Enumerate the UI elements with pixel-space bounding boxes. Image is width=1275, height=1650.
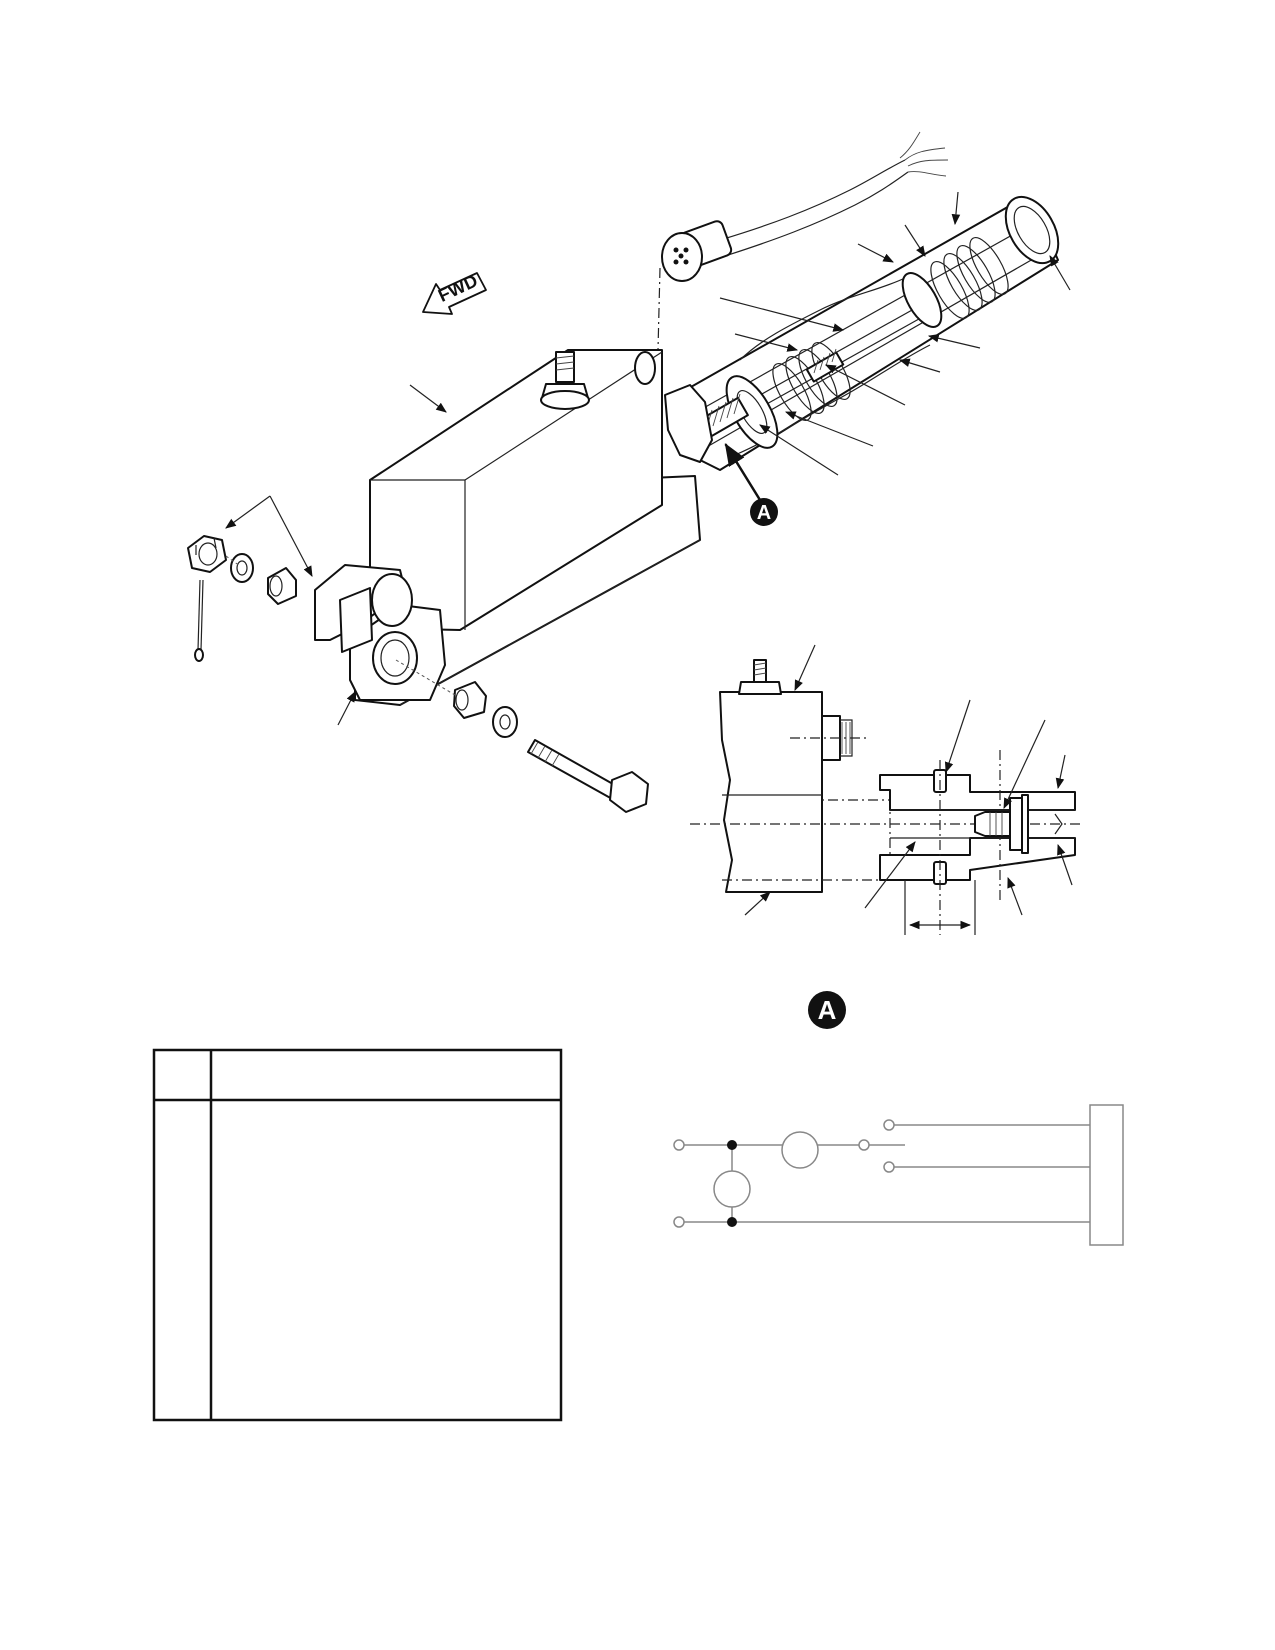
schematic-component-horizontal xyxy=(781,1131,819,1169)
washer-left xyxy=(230,553,254,583)
clevis-end xyxy=(314,564,446,701)
actuator-housing xyxy=(314,349,701,706)
spring-rear xyxy=(930,237,1009,319)
iso-leader-lines xyxy=(225,191,1071,726)
top-stud xyxy=(540,351,590,410)
schematic-terminals xyxy=(673,1119,895,1228)
view-a-callout-badge: A xyxy=(750,498,778,526)
wiring-schematic xyxy=(673,1104,1124,1246)
schematic-component-vertical xyxy=(713,1170,751,1208)
actuator-tube xyxy=(664,195,1060,471)
bolt xyxy=(527,739,649,813)
fwd-direction-arrow: FWD xyxy=(422,270,487,315)
schematic-junction-top xyxy=(727,1140,737,1150)
bushing-right xyxy=(453,681,487,719)
parts-table xyxy=(152,1048,563,1422)
electrical-connector xyxy=(639,131,949,369)
section-view xyxy=(690,644,1080,935)
cotter-pin xyxy=(194,579,204,662)
svg-text:A: A xyxy=(818,995,837,1025)
schematic-junction-bottom xyxy=(727,1217,737,1227)
bushing-left xyxy=(267,567,297,605)
washer-right xyxy=(492,706,518,738)
section-a-badge: A xyxy=(808,991,846,1029)
castellated-nut xyxy=(187,535,227,573)
dimension-arrow xyxy=(904,880,976,935)
svg-text:A: A xyxy=(757,502,771,524)
